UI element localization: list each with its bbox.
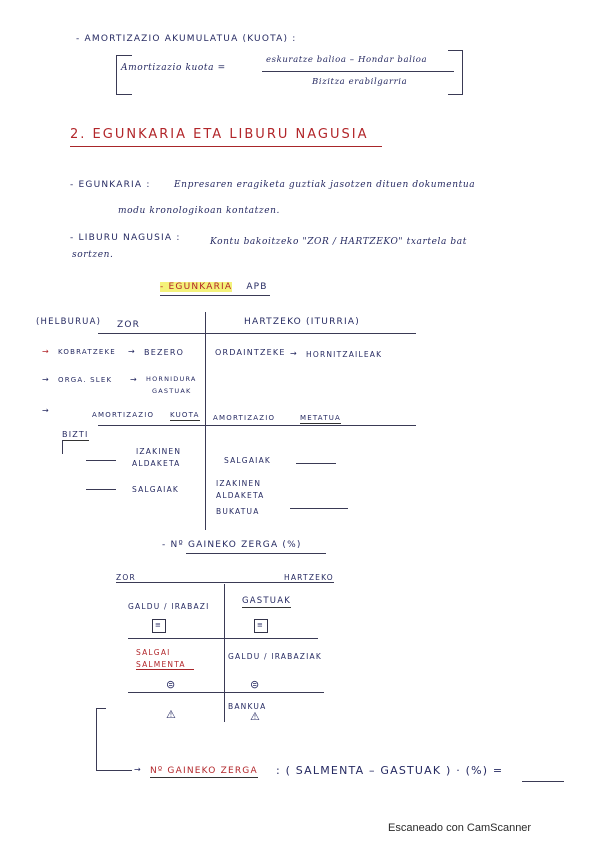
t2-horizontal-rule (116, 582, 334, 583)
t1-r5-left: SALGAIAK (132, 485, 180, 494)
t2-right-header: HARTZEKO (284, 573, 334, 582)
t2-bracket-top (96, 708, 106, 709)
t2-left-header: ZOR (116, 573, 136, 582)
t2-r1-left: GALDU / IRABAZI (128, 602, 210, 611)
t1-vertical-rule (205, 312, 206, 530)
t2-bracket-bottom (96, 770, 132, 771)
t2-r2-left-equal-circle-icon: ⊜ (166, 678, 177, 691)
t1-left-header: ZOR (117, 320, 141, 330)
t1-r1-left-arrow-label: KOBRATZEKE (58, 348, 116, 356)
t1-r5-right-line1: IZAKINEN (216, 479, 262, 488)
t2-r3-left-triangle-icon: ⚠ (166, 708, 178, 721)
t1-r5-right-dash (290, 508, 348, 509)
egunkaria-subtitle-suffix: APB (246, 282, 268, 292)
formula-bracket-right-top (448, 50, 463, 51)
formula-bracket-right (462, 50, 463, 94)
t1-r3-left-underlined: KUOTA (170, 411, 200, 421)
t2-r3-right-triangle-icon: ⚠ (250, 710, 262, 723)
t2-vertical-rule (224, 584, 225, 722)
t2-r1-right: GASTUAK (242, 596, 291, 608)
t2-r2-left-underline (136, 669, 194, 670)
liburu-nagusia-definition-1: Kontu bakoitzeko "ZOR / HARTZEKO" txarte… (210, 237, 467, 247)
t2-r2-right: GALDU / IRABAZIAK (228, 652, 323, 661)
egunkaria-subtitle-underline (160, 295, 270, 296)
t2-r1-right-box-glyph: ≡ (257, 621, 265, 629)
amortization-heading: - AMORTIZAZIO AKUMULATUA (KUOTA) : (76, 34, 297, 44)
zerga-subtitle: - Nº GAINEKO ZERGA (%) (162, 540, 302, 550)
t2-bracket-vertical (96, 708, 97, 770)
liburu-nagusia-label: - LIBURU NAGUSIA : (70, 233, 181, 243)
zerga-subtitle-underline (186, 553, 326, 554)
t2-row-rule-2 (128, 692, 324, 693)
egunkaria-subtitle-text: - EGUNKARIA (160, 282, 233, 292)
formula-bracket-left (116, 55, 117, 95)
formula-denominator: Bizitza erabilgarria (312, 77, 408, 87)
t1-r4-right-dash (296, 463, 336, 464)
t1-bizti-tick (62, 440, 63, 454)
t2-row-rule (128, 638, 318, 639)
zerga-formula-result-blank (522, 781, 564, 782)
formula-bracket-right-bottom (448, 94, 463, 95)
zerga-formula-expression: : ( SALMENTA – GASTUAK ) · (%) = (276, 764, 504, 777)
t1-r3-right: AMORTIZAZIO (213, 414, 276, 422)
formula-bracket-left-top (116, 55, 132, 56)
t1-r3-left: AMORTIZAZIO (92, 411, 155, 419)
egunkaria-label: - EGUNKARIA : (70, 180, 151, 190)
egunkaria-definition-2: modu kronologikoan kontatzen. (118, 206, 280, 216)
formula-numerator: eskuratze balioa – Hondar balioa (266, 55, 428, 65)
t2-r2-left-line2: SALMENTA (136, 660, 186, 669)
t1-bizti-label: BIZTI (62, 430, 89, 441)
scanner-watermark: Escaneado con CamScanner (388, 822, 532, 834)
t1-r5-right-line3: BUKATUA (216, 507, 260, 516)
t1-horizontal-rule (98, 333, 416, 334)
section-title-underline (70, 146, 382, 147)
formula-bracket-left-bottom (116, 94, 132, 95)
t1-right-header: HARTZEKO (ITURRIA) (244, 317, 360, 327)
t1-r1-right: ORDAINTZEKE (215, 348, 286, 357)
t2-r2-left-line1: SALGAI (136, 648, 171, 657)
t2-r1-right-box-icon (254, 619, 268, 633)
section-title: 2. EGUNKARIA ETA LIBURU NAGUSIA (70, 127, 369, 142)
egunkaria-definition-1: Enpresaren eragiketa guztiak jasotzen di… (174, 180, 476, 190)
t1-r1-left: BEZERO (144, 348, 185, 357)
t1-mid-rule (98, 425, 416, 426)
t1-r1-right-arrow-label: HORNITZAILEAK (306, 350, 383, 359)
fraction-bar (262, 71, 454, 72)
liburu-nagusia-definition-2: sortzen. (72, 250, 114, 260)
t1-r4-right: SALGAIAK (224, 456, 272, 465)
formula-label: Amortizazio kuota = (121, 63, 226, 73)
t2-r2-right-equal-circle-icon: ⊜ (250, 678, 261, 691)
t2-r3-right: BANKUA (228, 702, 267, 711)
t1-r2-left-line2: GASTUAK (152, 387, 192, 395)
t1-r4-dash (86, 460, 116, 461)
t1-r3-right-underlined: METATUA (300, 414, 342, 424)
zerga-formula-label: Nº GAINEKO ZERGA (150, 766, 258, 778)
t1-left-header-pre: (HELBURUA) (36, 317, 102, 327)
t1-r4-left-line2: ALDAKETA (132, 459, 181, 468)
t1-r5-dash (86, 489, 116, 490)
t2-r1-left-box-glyph: ≡ (155, 621, 163, 629)
t1-r2-left-line1: HORNIDURA (146, 375, 197, 383)
t1-r4-left-line1: IZAKINEN (136, 447, 182, 456)
t1-r2-left-arrow-label: ORGA. SLEK (58, 376, 113, 384)
t2-r1-left-box-icon (152, 619, 166, 633)
egunkaria-subtitle: - EGUNKARIA APB (160, 282, 268, 292)
t1-r5-right-line2: ALDAKETA (216, 491, 265, 500)
